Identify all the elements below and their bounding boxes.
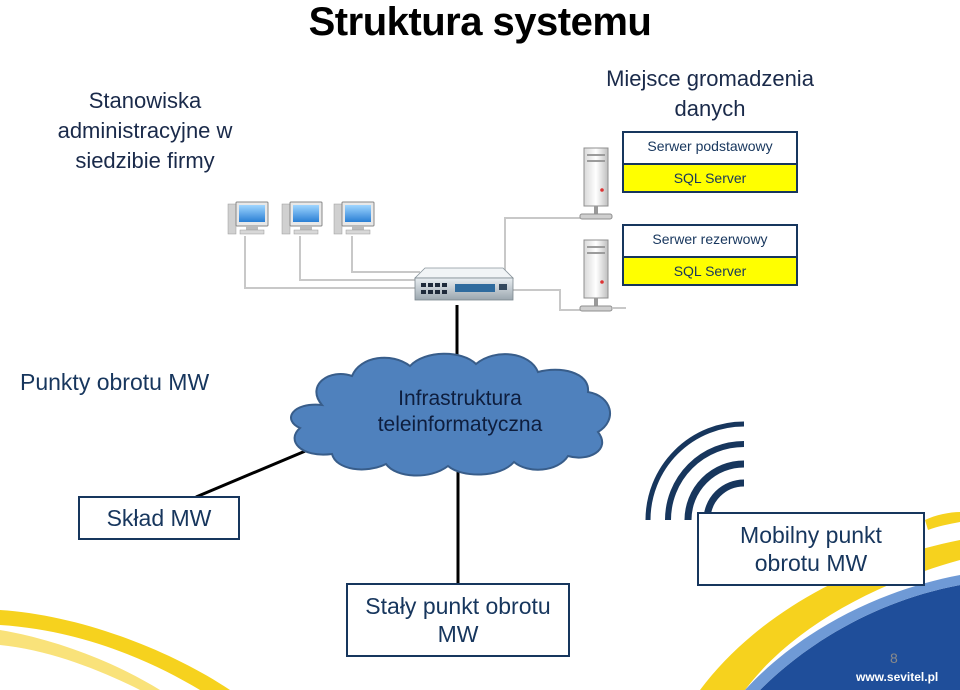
cloud-shape — [290, 352, 611, 477]
admin-connections — [244, 236, 420, 289]
decor-swoosh-left — [0, 610, 230, 690]
admin-stations-label: Stanowiska administracyjne w siedzibie f… — [57, 88, 233, 173]
page-number: 8 — [890, 650, 898, 666]
computer-icon — [281, 201, 323, 235]
backup-server-box: Serwer rezerwowy SQL Server — [622, 224, 798, 286]
primary-server-db: SQL Server — [622, 163, 798, 193]
fixed-point-box: Stały punkt obrotu MW — [346, 583, 570, 657]
cloud-warehouse-link — [195, 442, 323, 499]
network-switch-icon — [414, 267, 514, 301]
primary-server-box: Serwer podstawowy SQL Server — [622, 131, 798, 193]
warehouse-box: Skład MW — [78, 496, 240, 540]
computer-icon — [227, 201, 269, 235]
footer-url: www.sevitel.pl — [856, 670, 939, 684]
computer-icon — [333, 201, 375, 235]
primary-server-label: Serwer podstawowy — [647, 138, 773, 154]
data-storage-label: Miejsce gromadzenia danych — [606, 66, 814, 121]
backup-server-label: Serwer rezerwowy — [652, 231, 768, 247]
pos-label: Punkty obrotu MW — [20, 369, 210, 395]
backup-server-db: SQL Server — [622, 256, 798, 286]
server-tower-icon — [579, 147, 613, 220]
server-tower-icon — [579, 239, 626, 312]
page-title: Struktura systemu — [308, 0, 652, 44]
cloud-label: Infrastruktura teleinformatyczna — [377, 387, 543, 436]
server-connections — [504, 217, 580, 311]
mobile-point-box: Mobilny punkt obrotu MW — [697, 512, 925, 586]
